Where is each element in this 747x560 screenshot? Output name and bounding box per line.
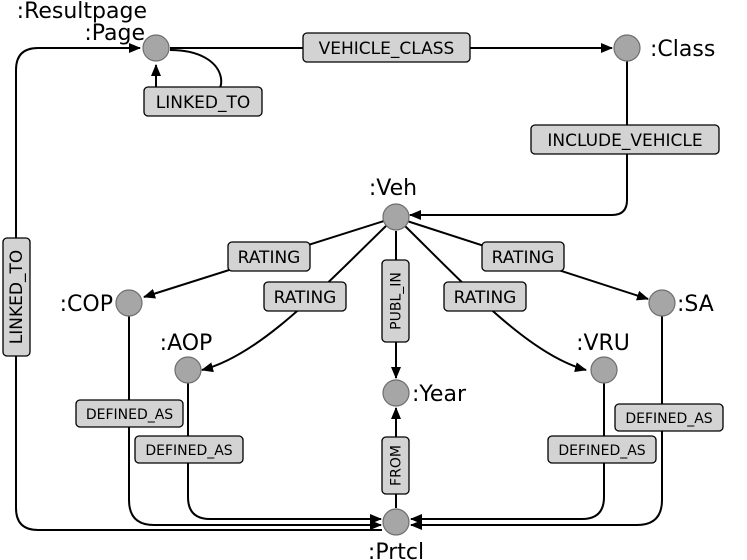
edge-rating-vru bbox=[403, 224, 587, 372]
node-veh-label: :Veh bbox=[369, 176, 417, 201]
label-include-vehicle: INCLUDE_VEHICLE bbox=[530, 124, 720, 155]
label-linked-to-self-text: LINKED_TO bbox=[156, 93, 250, 113]
node-cop[interactable] bbox=[115, 289, 143, 317]
label-defined-as-sa-text: DEFINED_AS bbox=[625, 411, 712, 427]
label-defined-as-vru: DEFINED_AS bbox=[547, 435, 657, 464]
label-rating-sa: RATING bbox=[481, 241, 565, 272]
node-aop[interactable] bbox=[174, 356, 202, 384]
label-defined-as-cop-text: DEFINED_AS bbox=[86, 407, 173, 423]
node-sa[interactable] bbox=[648, 289, 676, 317]
label-rating-vru: RATING bbox=[443, 281, 527, 312]
edge-include-vehicle bbox=[409, 61, 628, 220]
label-rating-aop: RATING bbox=[263, 281, 347, 312]
label-rating-cop-text: RATING bbox=[238, 248, 301, 268]
node-veh[interactable] bbox=[382, 203, 410, 231]
edge-defined-as-sa bbox=[410, 316, 663, 530]
label-defined-as-aop-text: DEFINED_AS bbox=[145, 443, 232, 459]
node-year-label: :Year bbox=[412, 382, 467, 407]
label-from-text: FROM bbox=[389, 445, 405, 486]
edge-defined-as-vru bbox=[410, 383, 605, 524]
label-publ-in-text: PUBL_IN bbox=[389, 272, 405, 330]
edge-defined-as-aop bbox=[187, 383, 382, 524]
node-aop-label: :AOP bbox=[160, 331, 213, 356]
edges bbox=[15, 43, 663, 531]
label-rating-cop: RATING bbox=[227, 241, 311, 272]
node-page-label-line1: :Resultpage bbox=[17, 0, 147, 24]
node-prtcl[interactable] bbox=[382, 508, 410, 536]
node-vru-label: :VRU bbox=[576, 331, 630, 356]
label-linked-to-left-text: LINKED_TO bbox=[7, 250, 27, 344]
node-vru[interactable] bbox=[590, 356, 618, 384]
node-cop-label: :COP bbox=[60, 292, 113, 317]
node-class[interactable] bbox=[613, 34, 641, 62]
label-rating-vru-text: RATING bbox=[454, 288, 517, 308]
nodes bbox=[115, 34, 676, 536]
label-defined-as-sa: DEFINED_AS bbox=[614, 403, 724, 432]
label-linked-to-self: LINKED_TO bbox=[143, 86, 263, 117]
label-vehicle-class: VEHICLE_CLASS bbox=[302, 32, 471, 63]
label-rating-aop-text: RATING bbox=[274, 288, 337, 308]
label-defined-as-cop: DEFINED_AS bbox=[75, 399, 184, 428]
node-page-label-line2: :Page bbox=[84, 21, 145, 46]
label-defined-as-aop: DEFINED_AS bbox=[134, 435, 244, 464]
edge-rating-aop bbox=[201, 224, 388, 373]
node-labels: :Resultpage :Page :Class :Veh :COP :SA :… bbox=[17, 0, 716, 560]
label-linked-to-left: LINKED_TO bbox=[2, 237, 31, 357]
edge-labels: VEHICLE_CLASS LINKED_TO INCLUDE_VEHICLE … bbox=[2, 32, 724, 495]
label-publ-in: PUBL_IN bbox=[381, 259, 410, 343]
label-defined-as-vru-text: DEFINED_AS bbox=[558, 443, 645, 459]
node-page[interactable] bbox=[142, 34, 170, 62]
edge-defined-as-cop bbox=[128, 316, 382, 530]
label-vehicle-class-text: VEHICLE_CLASS bbox=[319, 39, 455, 59]
node-year[interactable] bbox=[382, 379, 410, 407]
label-include-vehicle-text: INCLUDE_VEHICLE bbox=[547, 131, 702, 151]
node-prtcl-label: :Prtcl bbox=[368, 540, 424, 560]
label-rating-sa-text: RATING bbox=[492, 248, 555, 268]
node-sa-label: :SA bbox=[677, 292, 714, 317]
node-class-label: :Class bbox=[650, 37, 715, 62]
label-from: FROM bbox=[381, 436, 410, 495]
